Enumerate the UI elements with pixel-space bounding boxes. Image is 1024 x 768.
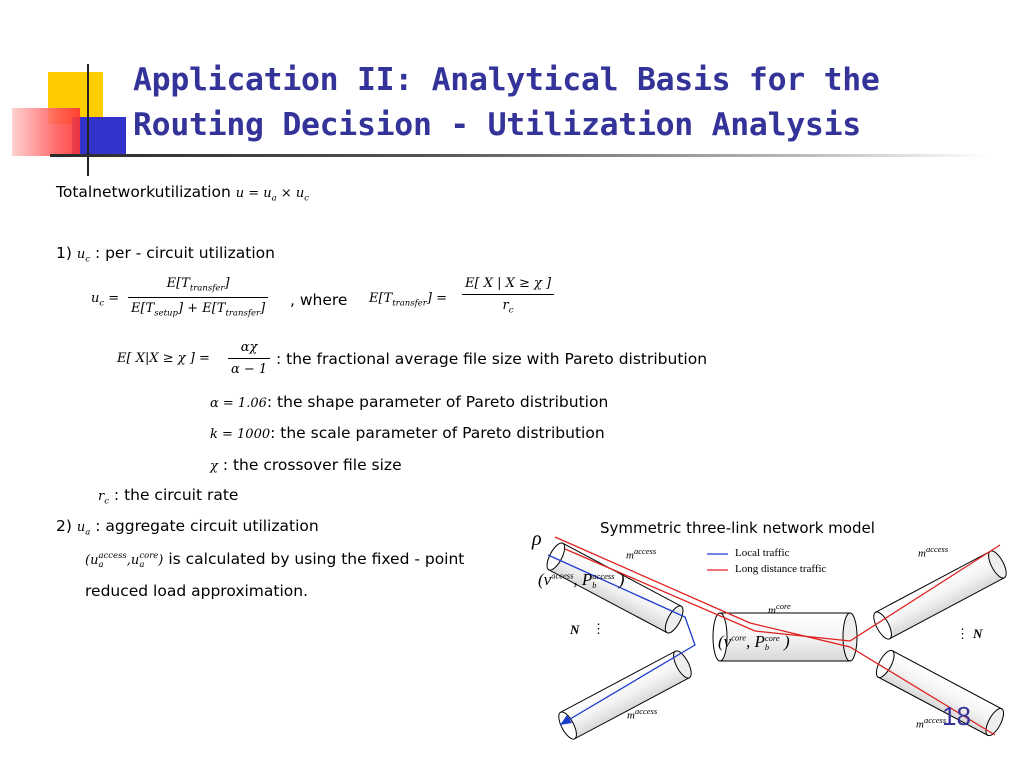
rc-expr: rc [98, 489, 109, 507]
uc-lhs: uc = [91, 291, 120, 309]
pareto-fraction: αχ α − 1 [228, 340, 271, 377]
deco-red-square [12, 108, 80, 156]
k-expr: k = 1000 [210, 427, 271, 442]
chi-line: χ : the crossover file size [210, 456, 402, 474]
item1-number: 1) [56, 244, 72, 262]
n-label-right: N [973, 626, 983, 641]
rc-desc: : the circuit rate [113, 486, 239, 504]
legend-long-label: Long distance traffic [735, 563, 827, 575]
core-link [712, 612, 858, 662]
item1-heading: 1) uc : per - circuit utilization [56, 244, 275, 265]
access-link-bottom-right [875, 649, 1005, 737]
alpha-desc: : the shape parameter of Pareto distribu… [266, 393, 609, 411]
title-line-2: Routing Decision - Utilization Analysis [133, 107, 861, 143]
local-traffic-arrow [560, 715, 572, 725]
deco-blue-square [72, 117, 126, 157]
n-label-left: N [570, 622, 580, 637]
transfer-lhs: E[Ttransfer] = [369, 291, 447, 309]
uc-numerator: E[Ttransfer] [166, 276, 230, 294]
title-line-1: Application II: Analytical Basis for the [133, 62, 880, 98]
item2-var: ua [76, 520, 91, 538]
access-link-top-left [546, 542, 684, 634]
pareto-lhs: E[ X|X ≥ χ ] = [117, 351, 210, 366]
network-diagram [546, 536, 1007, 740]
pareto-desc: : the fractional average file size with … [276, 350, 708, 368]
m-access-bottom-left: maccess [627, 706, 658, 722]
pareto-numerator: αχ [240, 340, 258, 355]
title-rule [50, 154, 990, 157]
rho-label: ρ [532, 528, 542, 550]
transfer-numerator: E[ X | X ≥ χ ] [465, 276, 552, 291]
total-formula: u = ua × uc [235, 186, 310, 204]
item2-number: 2) [56, 517, 72, 535]
where-text: , where [290, 291, 348, 309]
uc-fraction: E[Ttransfer] E[Tsetup] + E[Ttransfer] [128, 276, 269, 319]
pareto-denominator: α − 1 [231, 362, 268, 377]
page-number: 18 [942, 701, 971, 731]
page-title: Application II: Analytical Basis for the… [133, 58, 1003, 148]
m-access-top-right: maccess [918, 544, 949, 560]
deco-vertical-line [87, 64, 89, 176]
item2-heading: 2) ua : aggregate circuit utilization [56, 517, 319, 538]
item2-desc2: is calculated by using the fixed - point [168, 550, 465, 568]
m-access-top-left: maccess [626, 546, 657, 562]
long-traffic-path-1 [554, 536, 996, 736]
k-line: k = 1000: the scale parameter of Pareto … [210, 424, 605, 442]
total-utilization: Totalnetworkutilization u = ua × uc [56, 183, 309, 204]
m-core: mcore [768, 601, 791, 617]
rc-line: rc : the circuit rate [98, 486, 238, 507]
vdots-right: ⋮ [956, 626, 969, 641]
diagram-caption: Symmetric three-link network model [600, 519, 875, 537]
access-link-bottom-left [558, 650, 692, 740]
vdots-left: ⋮ [592, 621, 605, 636]
transfer-denominator: rc [502, 298, 514, 316]
item1-var: uc [76, 247, 90, 265]
item1-desc: : per - circuit utilization [94, 244, 275, 262]
k-desc: : the scale parameter of Pareto distribu… [270, 424, 605, 442]
chi-desc: : the crossover file size [222, 456, 402, 474]
alpha-line: α = 1.06: the shape parameter of Pareto … [210, 393, 608, 411]
transfer-fraction: E[ X | X ≥ χ ] rc [462, 276, 555, 316]
local-traffic-path [547, 554, 696, 726]
long-traffic-path-2 [564, 544, 1001, 642]
item2-desc3: reduced load approximation. [85, 582, 309, 600]
alpha-expr: α = 1.06 [210, 396, 267, 411]
m-access-bottom-right: maccess [916, 715, 947, 731]
uc-denominator: E[Tsetup] + E[Ttransfer] [131, 300, 266, 319]
total-label: Totalnetworkutilization [56, 183, 231, 201]
item2-desc: : aggregate circuit utilization [95, 517, 319, 535]
legend-local-label: Local traffic [735, 547, 790, 559]
access-link-top-right [873, 550, 1007, 640]
chi-expr: χ [210, 459, 218, 474]
